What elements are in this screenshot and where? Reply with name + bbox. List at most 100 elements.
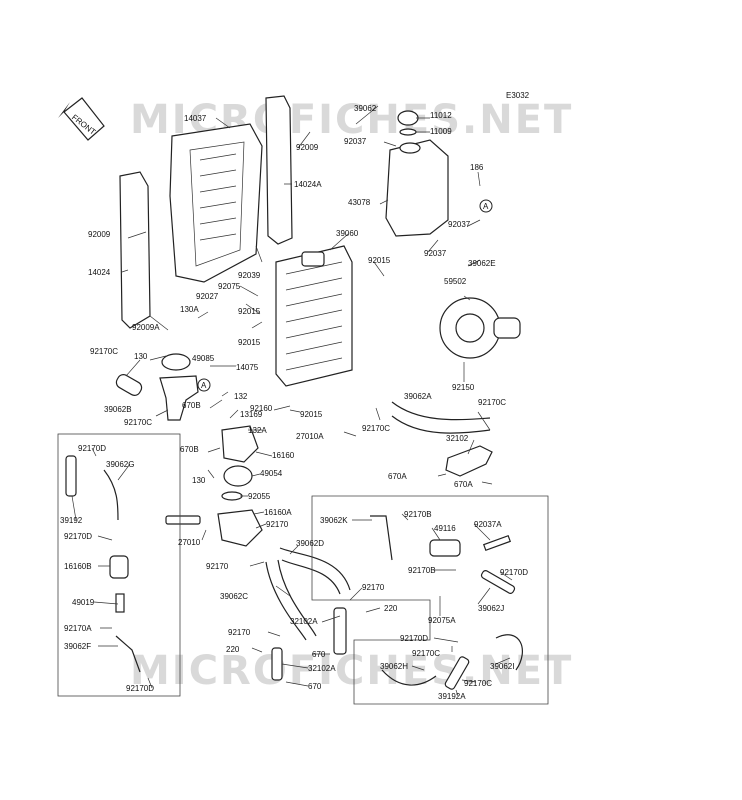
label-39062j: 39062J [478,604,504,613]
label-32102a-2: 32102A [308,664,336,673]
part-labels: 14037 92009 14024A 92009 14024 92039 390… [60,104,528,701]
label-27010a: 27010A [296,432,324,441]
label-92170b-2: 92170B [408,566,436,575]
label-39062g: 39062G [106,460,134,469]
label-14024: 14024 [88,268,111,277]
fan-motor-59502 [439,297,521,359]
front-arrow-icon: FRONT [58,97,105,141]
label-16160a: 16160A [264,508,292,517]
label-92170c-6: 92170C [464,679,492,688]
label-670b-2: 670B [180,445,199,454]
label-32102: 32102 [446,434,469,443]
leader-lines [71,105,513,697]
label-132a: 132A [248,426,267,435]
label-92170d-4: 92170D [500,568,528,577]
label-670-d: 670 [308,682,322,691]
label-92015-mid: 92015 [238,307,261,316]
label-92037-low: 92037 [424,249,447,258]
watermark-bottom: MICROFICHES.NET [130,648,573,694]
label-39062c: 39062C [220,592,248,601]
label-92009a: 92009A [132,323,160,332]
label-27010: 27010 [178,538,201,547]
pipe-32102 [445,445,493,477]
label-92015-low: 92015 [238,338,261,347]
label-32102a-1: 32102A [290,617,318,626]
label-49054: 49054 [260,469,283,478]
label-39062h: 39062H [380,662,408,671]
label-92037-mid: 92037 [448,220,471,229]
label-92027: 92027 [196,292,219,301]
label-92015-top: 92015 [368,256,391,265]
filler-neck [159,375,199,421]
pipe-39062j [480,570,516,594]
label-92170d-1: 92170D [78,444,106,453]
label-92170-a: 92170 [266,520,289,529]
label-39062b: 39062B [104,405,132,414]
label-11009: 11009 [430,127,452,136]
thermostat-cover-16160 [221,425,259,463]
label-39062f: 39062F [64,642,91,651]
label-92009: 92009 [296,143,319,152]
hose-39062h [381,669,437,686]
label-130-b: 130 [192,476,206,485]
label-92075: 92075 [218,282,241,291]
hose-39062g [103,469,119,521]
label-220-a: 220 [384,604,398,613]
housing-16160a [217,509,263,547]
label-92015-d: 92015 [300,410,323,419]
label-92170d-2: 92170D [64,532,92,541]
label-13169: 13169 [240,410,263,419]
label-130: 130 [134,352,148,361]
label-92170b-1: 92170B [404,510,432,519]
label-92055: 92055 [248,492,271,501]
label-92170c-4: 92170C [478,398,506,407]
label-186: 186 [470,163,484,172]
label-11012: 11012 [430,111,452,120]
label-59502: 59502 [444,277,467,286]
label-130a: 130A [180,305,199,314]
pipe-32102a-1 [333,607,347,655]
fitting-49019 [115,593,125,613]
inset-box-left [57,433,181,697]
label-92039: 92039 [238,271,261,280]
hose-39062i [495,634,523,671]
seal-11009 [399,128,417,136]
hose-39062b [115,374,143,396]
label-92075a: 92075A [428,616,456,625]
hose-39062d [279,547,351,595]
label-92170c-1: 92170C [90,347,118,356]
diagram-code: E3032 [506,91,530,100]
label-39060: 39060 [336,229,359,238]
label-16160: 16160 [272,451,295,460]
label-220-b: 220 [226,645,240,654]
label-92170-c: 92170 [362,583,385,592]
radiator-cap-49085 [161,353,191,371]
sensor-27010 [165,515,201,525]
label-39062e: 39062E [468,259,496,268]
guard-14024a [265,95,293,245]
valve-16160b [109,555,129,579]
label-92170a: 92170A [64,624,92,633]
svg-text:A: A [483,202,489,211]
label-39062i: 39062I [490,662,514,671]
label-670a-1: 670A [388,472,407,481]
label-92170c-5: 92170C [412,649,440,658]
hose-39062a [391,401,491,434]
label-16160b: 16160B [64,562,92,571]
label-49019: 49019 [72,598,95,607]
pipe-32102a-2 [271,647,283,681]
inset-box-right [311,495,549,705]
guard-14024 [119,171,151,329]
label-39062d: 39062D [296,539,324,548]
radiator-39060 [275,245,353,387]
label-92170d-5: 92170D [400,634,428,643]
label-92170-d: 92170 [228,628,251,637]
label-14075: 14075 [236,363,259,372]
clip-92037a [482,534,512,552]
label-92009-left: 92009 [88,230,111,239]
label-92150: 92150 [452,383,475,392]
label-92170c-2: 92170C [124,418,152,427]
hose-39062k [370,515,393,561]
svg-text:A: A [201,381,207,390]
